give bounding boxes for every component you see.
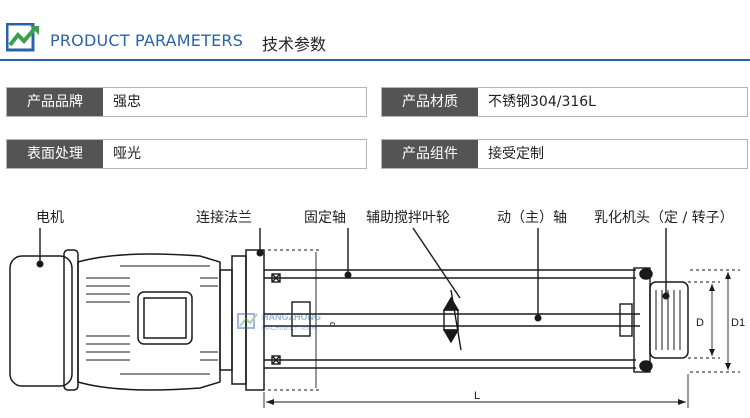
dim-small-d-label: d — [328, 322, 338, 327]
dim-d1-label: D1 — [731, 317, 745, 329]
param-label: 产品组件 — [382, 140, 478, 168]
watermark: HANGZHONG MACHINERY TECH — [237, 312, 321, 332]
emulsifying-head — [639, 268, 689, 372]
callout-impeller: 辅助搅拌叶轮 — [366, 210, 450, 226]
param-label: 产品品牌 — [7, 88, 103, 116]
flange-dot — [256, 249, 264, 257]
watermark-line1: HANGZHONG — [262, 312, 321, 322]
param-value: 不锈钢304/316L — [488, 94, 596, 110]
dimension-lines — [268, 249, 740, 391]
callout-head: 乳化机头（定 / 转子） — [594, 210, 734, 226]
callout-main-shaft: 动（主）轴 — [497, 210, 567, 226]
param-value: 接受定制 — [488, 146, 544, 162]
param-value: 强忠 — [113, 94, 141, 110]
motor-dot — [36, 260, 44, 268]
dim-d-label: D — [696, 317, 704, 329]
callout-motor: 电机 — [36, 210, 64, 226]
impeller — [442, 289, 462, 351]
flange — [231, 249, 265, 391]
head-dot — [662, 292, 670, 300]
param-material: 产品材质 不锈钢304/316L — [381, 87, 748, 117]
watermark-line2: MACHINERY TECH — [262, 326, 316, 332]
param-brand: 产品品牌 强忠 — [6, 87, 367, 117]
param-surface: 表面处理 哑光 — [6, 139, 367, 169]
callout-flange: 连接法兰 — [196, 210, 252, 226]
brand-logo-icon — [6, 23, 39, 52]
dim-l-label: L — [474, 390, 480, 402]
param-value: 哑光 — [113, 146, 141, 162]
leader-impeller — [412, 227, 461, 299]
emulsifier-diagram: D D1 L d HANGZHONG MACHINERY TECH — [9, 227, 745, 408]
motor — [9, 249, 233, 391]
section-title-cn: 技术参数 — [262, 35, 327, 54]
param-component: 产品组件 接受定制 — [381, 139, 748, 169]
frame — [264, 267, 651, 373]
fixed-shaft-dot — [344, 271, 352, 279]
section-title-en: PRODUCT PARAMETERS — [50, 31, 244, 50]
param-label: 产品材质 — [382, 88, 478, 116]
callout-fixed-shaft: 固定轴 — [304, 210, 346, 226]
page-header: PRODUCT PARAMETERS 技术参数 — [0, 0, 750, 62]
main-shaft-dot — [534, 314, 542, 322]
param-label: 表面处理 — [7, 140, 103, 168]
header-divider — [0, 59, 750, 61]
